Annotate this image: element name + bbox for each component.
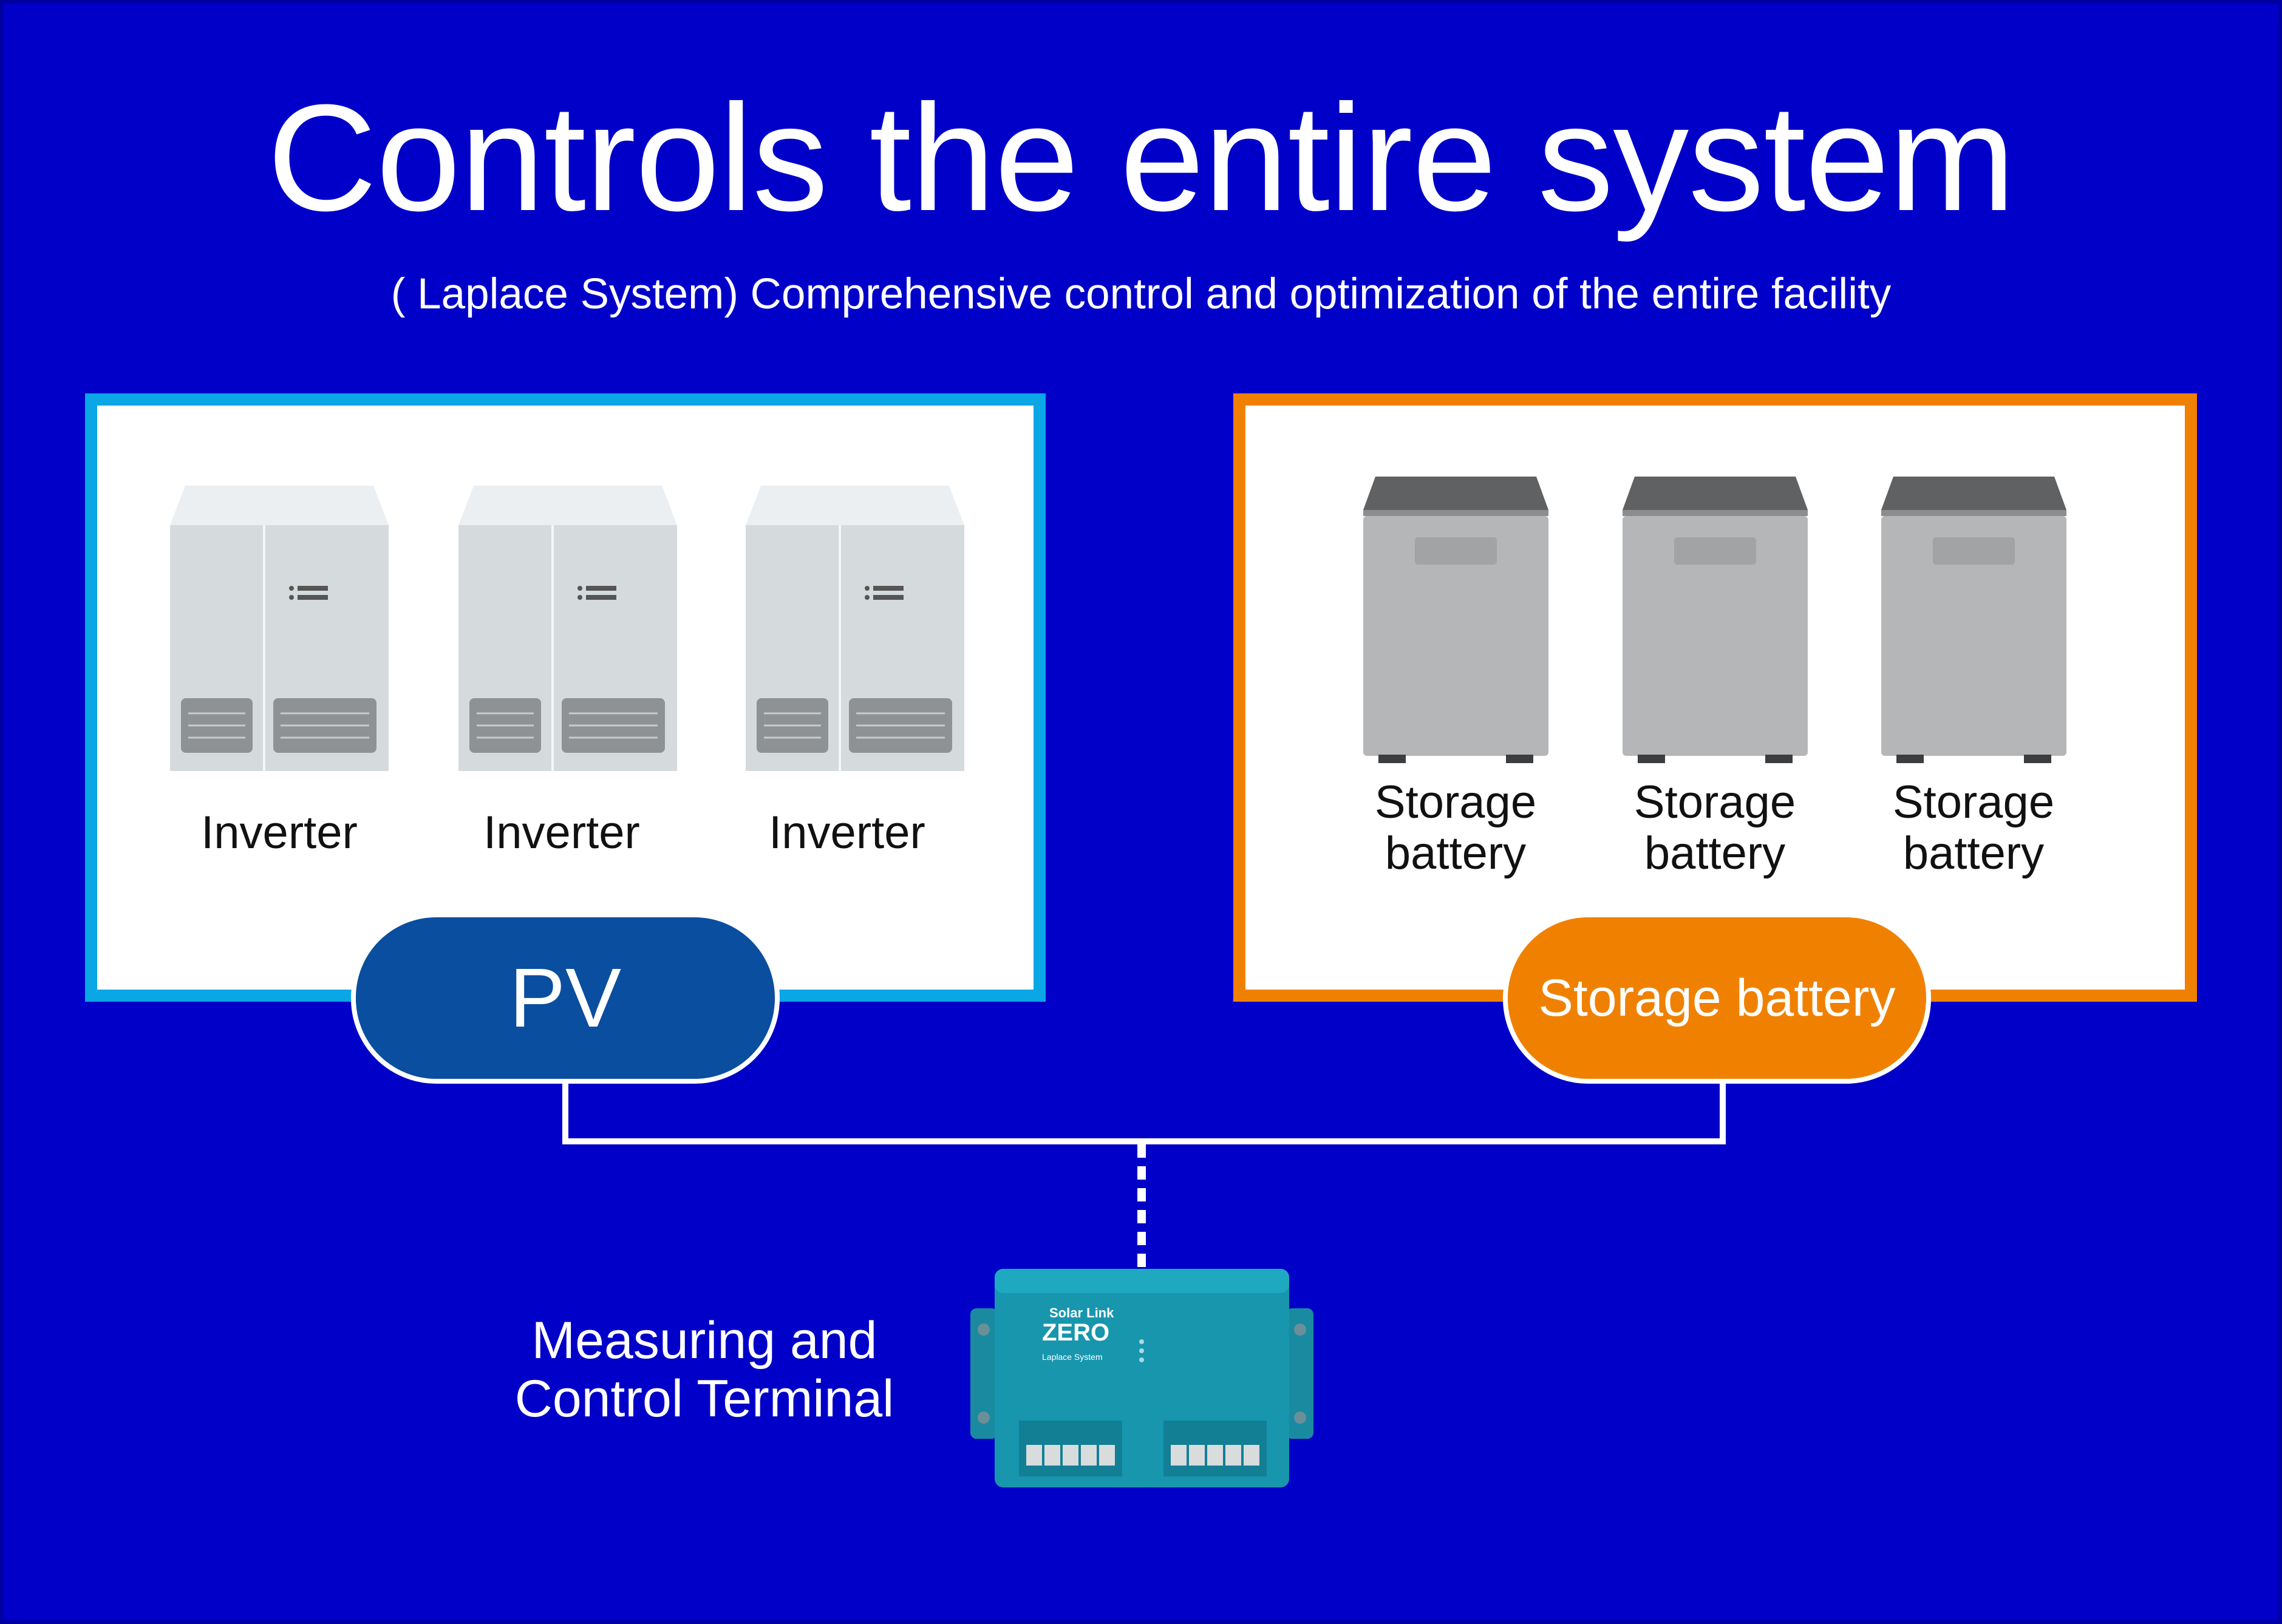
- terminal-brand-text-1: Solar Link: [1049, 1305, 1114, 1320]
- page-title: Controls the entire system: [267, 73, 2015, 242]
- inverter-label: Inverter: [201, 807, 358, 858]
- storage-battery-icon: [1623, 477, 1808, 765]
- terminal-brand-text-3: Laplace System: [1042, 1352, 1103, 1362]
- inverter-icon: [746, 486, 964, 771]
- storage-battery-pill: Storage battery: [1503, 912, 1931, 1084]
- storage-battery-icon: [1881, 477, 2066, 765]
- terminal-label: Measuring and Control Terminal: [474, 1311, 935, 1428]
- inverter-label: Inverter: [769, 807, 925, 858]
- storage-battery-label: Storage battery: [1587, 777, 1842, 879]
- terminal-label-line2: Control Terminal: [514, 1370, 894, 1428]
- storage-battery-label-line1: Storage: [1374, 776, 1537, 828]
- inverter-icon: [170, 486, 389, 771]
- storage-battery-label: Storage battery: [1328, 777, 1583, 879]
- storage-battery-icon: [1363, 477, 1548, 765]
- storage-battery-label-line1: Storage: [1892, 776, 2055, 828]
- storage-battery-label-line2: battery: [1902, 827, 2045, 879]
- page-subtitle: ( Laplace System) Comprehensive control …: [390, 270, 1892, 318]
- storage-battery-label-line2: battery: [1385, 827, 1527, 879]
- storage-battery-label-line1: Storage: [1633, 776, 1796, 828]
- terminal-brand-text-2: ZERO: [1042, 1319, 1109, 1346]
- storage-battery-label: Storage battery: [1846, 777, 2101, 879]
- inverter-label: Inverter: [483, 807, 640, 858]
- inverter-icon: [458, 486, 677, 771]
- terminal-label-line1: Measuring and: [531, 1311, 877, 1370]
- pv-pill: PV: [351, 912, 780, 1084]
- connector-pv-to-battery: [562, 1084, 1726, 1144]
- measuring-control-terminal-icon: Solar Link ZERO Laplace System: [970, 1269, 1313, 1487]
- storage-battery-label-line2: battery: [1644, 827, 1786, 879]
